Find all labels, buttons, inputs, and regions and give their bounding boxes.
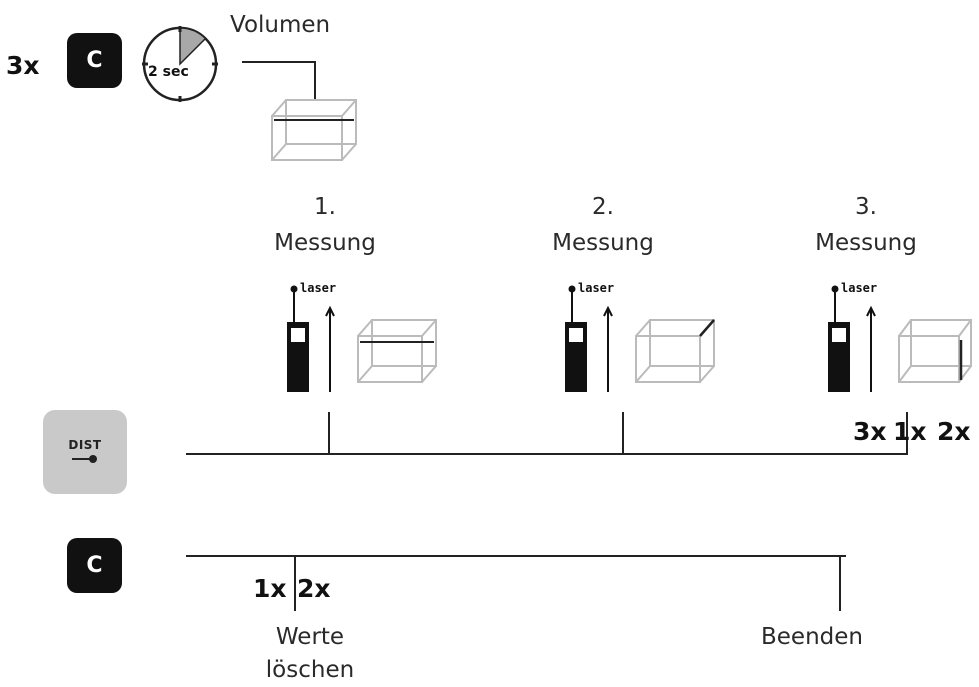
- volume-box-icon-3: [893, 316, 977, 388]
- dist-tick-3: [906, 412, 908, 454]
- dist-timeline: [186, 453, 908, 455]
- dist-tick-1: [328, 412, 330, 454]
- laser-label-3: laser: [841, 281, 878, 295]
- timer-label: 2 sec: [148, 64, 189, 80]
- dist-key-label: DIST: [68, 438, 102, 452]
- clear-values-label-line2: löschen: [265, 657, 355, 683]
- volume-press-count: 3x: [6, 51, 40, 80]
- dist-count-3x: 3x: [853, 417, 887, 446]
- timer-icon: [138, 22, 222, 106]
- laser-device-icon-1: [285, 280, 355, 395]
- clear-values-label-line1: Werte: [275, 624, 345, 650]
- laser-label-1: laser: [300, 281, 337, 295]
- measurement-1-label: Messung: [274, 230, 376, 256]
- volume-connector-v: [314, 61, 316, 99]
- volume-box-icon-2: [630, 316, 720, 388]
- laser-label-2: laser: [578, 281, 615, 295]
- laser-device-icon-3: [826, 280, 896, 395]
- dist-tick-2: [622, 412, 624, 454]
- end-label: Beenden: [761, 624, 863, 650]
- clear-tick-1: [294, 555, 296, 611]
- volume-box-icon: [264, 96, 364, 166]
- clear-tick-2: [839, 555, 841, 611]
- c-key-clear[interactable]: C: [67, 538, 122, 593]
- c-key-volume[interactable]: C: [67, 33, 122, 88]
- laser-beam-icon: [72, 455, 97, 463]
- dist-key[interactable]: DIST: [43, 410, 127, 494]
- measurement-2-label: Messung: [552, 230, 654, 256]
- clear-count-2x: 2x: [297, 574, 331, 603]
- measurement-3-number: 3.: [855, 194, 877, 220]
- volume-mode-label: Volumen: [230, 12, 331, 38]
- volume-box-icon-1: [352, 316, 442, 388]
- dist-count-1x: 1x: [893, 417, 927, 446]
- dist-count-2x: 2x: [937, 417, 971, 446]
- measurement-2-number: 2.: [592, 194, 614, 220]
- volume-connector-h: [242, 61, 316, 63]
- laser-device-icon-2: [563, 280, 633, 395]
- clear-timeline: [186, 555, 846, 557]
- measurement-3-label: Messung: [815, 230, 917, 256]
- clear-count-1x: 1x: [253, 574, 287, 603]
- measurement-1-number: 1.: [314, 194, 336, 220]
